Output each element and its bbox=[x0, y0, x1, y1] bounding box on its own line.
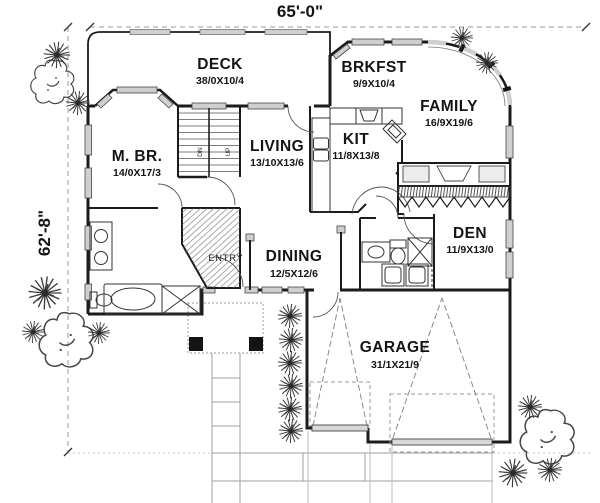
svg-text:16/9X19/6: 16/9X19/6 bbox=[425, 117, 473, 129]
walk-in-closet-hatch bbox=[182, 208, 240, 288]
shrub bbox=[27, 275, 63, 311]
room-labels: DECK 38/0X10/4 BRKFST 9/9X10/4 FAMILY 16… bbox=[112, 56, 494, 371]
svg-text:DINING: DINING bbox=[266, 248, 323, 265]
shrub bbox=[278, 373, 304, 399]
svg-text:DEN: DEN bbox=[453, 225, 487, 242]
windows bbox=[84, 38, 514, 301]
kitchen-counters bbox=[311, 107, 407, 213]
svg-text:FAMILY: FAMILY bbox=[420, 98, 478, 115]
tree bbox=[30, 59, 75, 105]
master-bath-fixtures bbox=[89, 221, 201, 315]
shrub bbox=[277, 350, 303, 376]
room-label-family: FAMILY 16/9X19/6 bbox=[420, 98, 478, 129]
porch bbox=[187, 302, 264, 354]
room-label-brkfst: BRKFST 9/9X10/4 bbox=[341, 59, 406, 90]
shrub bbox=[498, 458, 528, 488]
entry-label: ENTRY bbox=[208, 253, 243, 263]
room-label-garage: GARAGE 31/1X21/9 bbox=[360, 339, 430, 371]
svg-text:GARAGE: GARAGE bbox=[360, 339, 430, 356]
svg-text:M. BR.: M. BR. bbox=[112, 148, 163, 165]
garage-doors bbox=[309, 297, 495, 453]
svg-text:9/9X10/4: 9/9X10/4 bbox=[353, 78, 395, 90]
room-label-kitchen: KIT 11/8X13/8 bbox=[332, 131, 379, 162]
garage-door-panel bbox=[311, 424, 369, 432]
svg-text:LIVING: LIVING bbox=[250, 138, 304, 155]
svg-text:31/1X21/9: 31/1X21/9 bbox=[371, 359, 419, 371]
porch-column bbox=[249, 337, 263, 351]
shrub bbox=[65, 90, 91, 116]
overall-depth-dimension: 62'-8" bbox=[35, 210, 54, 256]
svg-text:12/5X12/6: 12/5X12/6 bbox=[270, 268, 318, 280]
tree bbox=[519, 408, 575, 465]
svg-text:KIT: KIT bbox=[343, 131, 369, 148]
shrub bbox=[277, 396, 303, 422]
svg-text:13/10X13/6: 13/10X13/6 bbox=[250, 157, 304, 169]
room-label-den: DEN 11/9X13/0 bbox=[446, 225, 493, 256]
shrub bbox=[278, 327, 304, 353]
room-label-master-bedroom: M. BR. 14/0X17/3 bbox=[112, 148, 163, 179]
garage-door-panel bbox=[391, 438, 493, 446]
svg-text:DECK: DECK bbox=[197, 56, 243, 73]
shrub bbox=[277, 303, 303, 329]
stairs: DN UP bbox=[179, 108, 239, 177]
dimension-annotations: 65'-0" 62'-8" bbox=[35, 2, 591, 457]
svg-text:11/8X13/8: 11/8X13/8 bbox=[332, 150, 379, 162]
overall-width-dimension: 65'-0" bbox=[277, 2, 323, 21]
svg-text:14/0X17/3: 14/0X17/3 bbox=[113, 167, 161, 179]
door-swings bbox=[157, 105, 435, 318]
room-label-deck: DECK 38/0X10/4 bbox=[196, 56, 244, 87]
porch-column bbox=[189, 337, 203, 351]
svg-text:38/0X10/4: 38/0X10/4 bbox=[196, 75, 244, 87]
svg-text:11/9X13/0: 11/9X13/0 bbox=[446, 244, 493, 256]
shrub bbox=[278, 418, 304, 444]
room-label-dining: DINING 12/5X12/6 bbox=[266, 248, 323, 280]
fireplace bbox=[397, 162, 511, 209]
shrub bbox=[43, 41, 71, 69]
hall-bath-fixtures bbox=[361, 237, 433, 290]
deck-structure bbox=[87, 29, 331, 106]
walkway-and-driveway bbox=[68, 353, 592, 503]
stairs-up-label: UP bbox=[225, 147, 232, 156]
curved-window-wall bbox=[427, 39, 513, 107]
tree bbox=[38, 311, 94, 368]
svg-text:BRKFST: BRKFST bbox=[341, 59, 406, 76]
room-label-living: LIVING 13/10X13/6 bbox=[250, 138, 304, 169]
stairs-down-label: DN bbox=[197, 147, 204, 157]
